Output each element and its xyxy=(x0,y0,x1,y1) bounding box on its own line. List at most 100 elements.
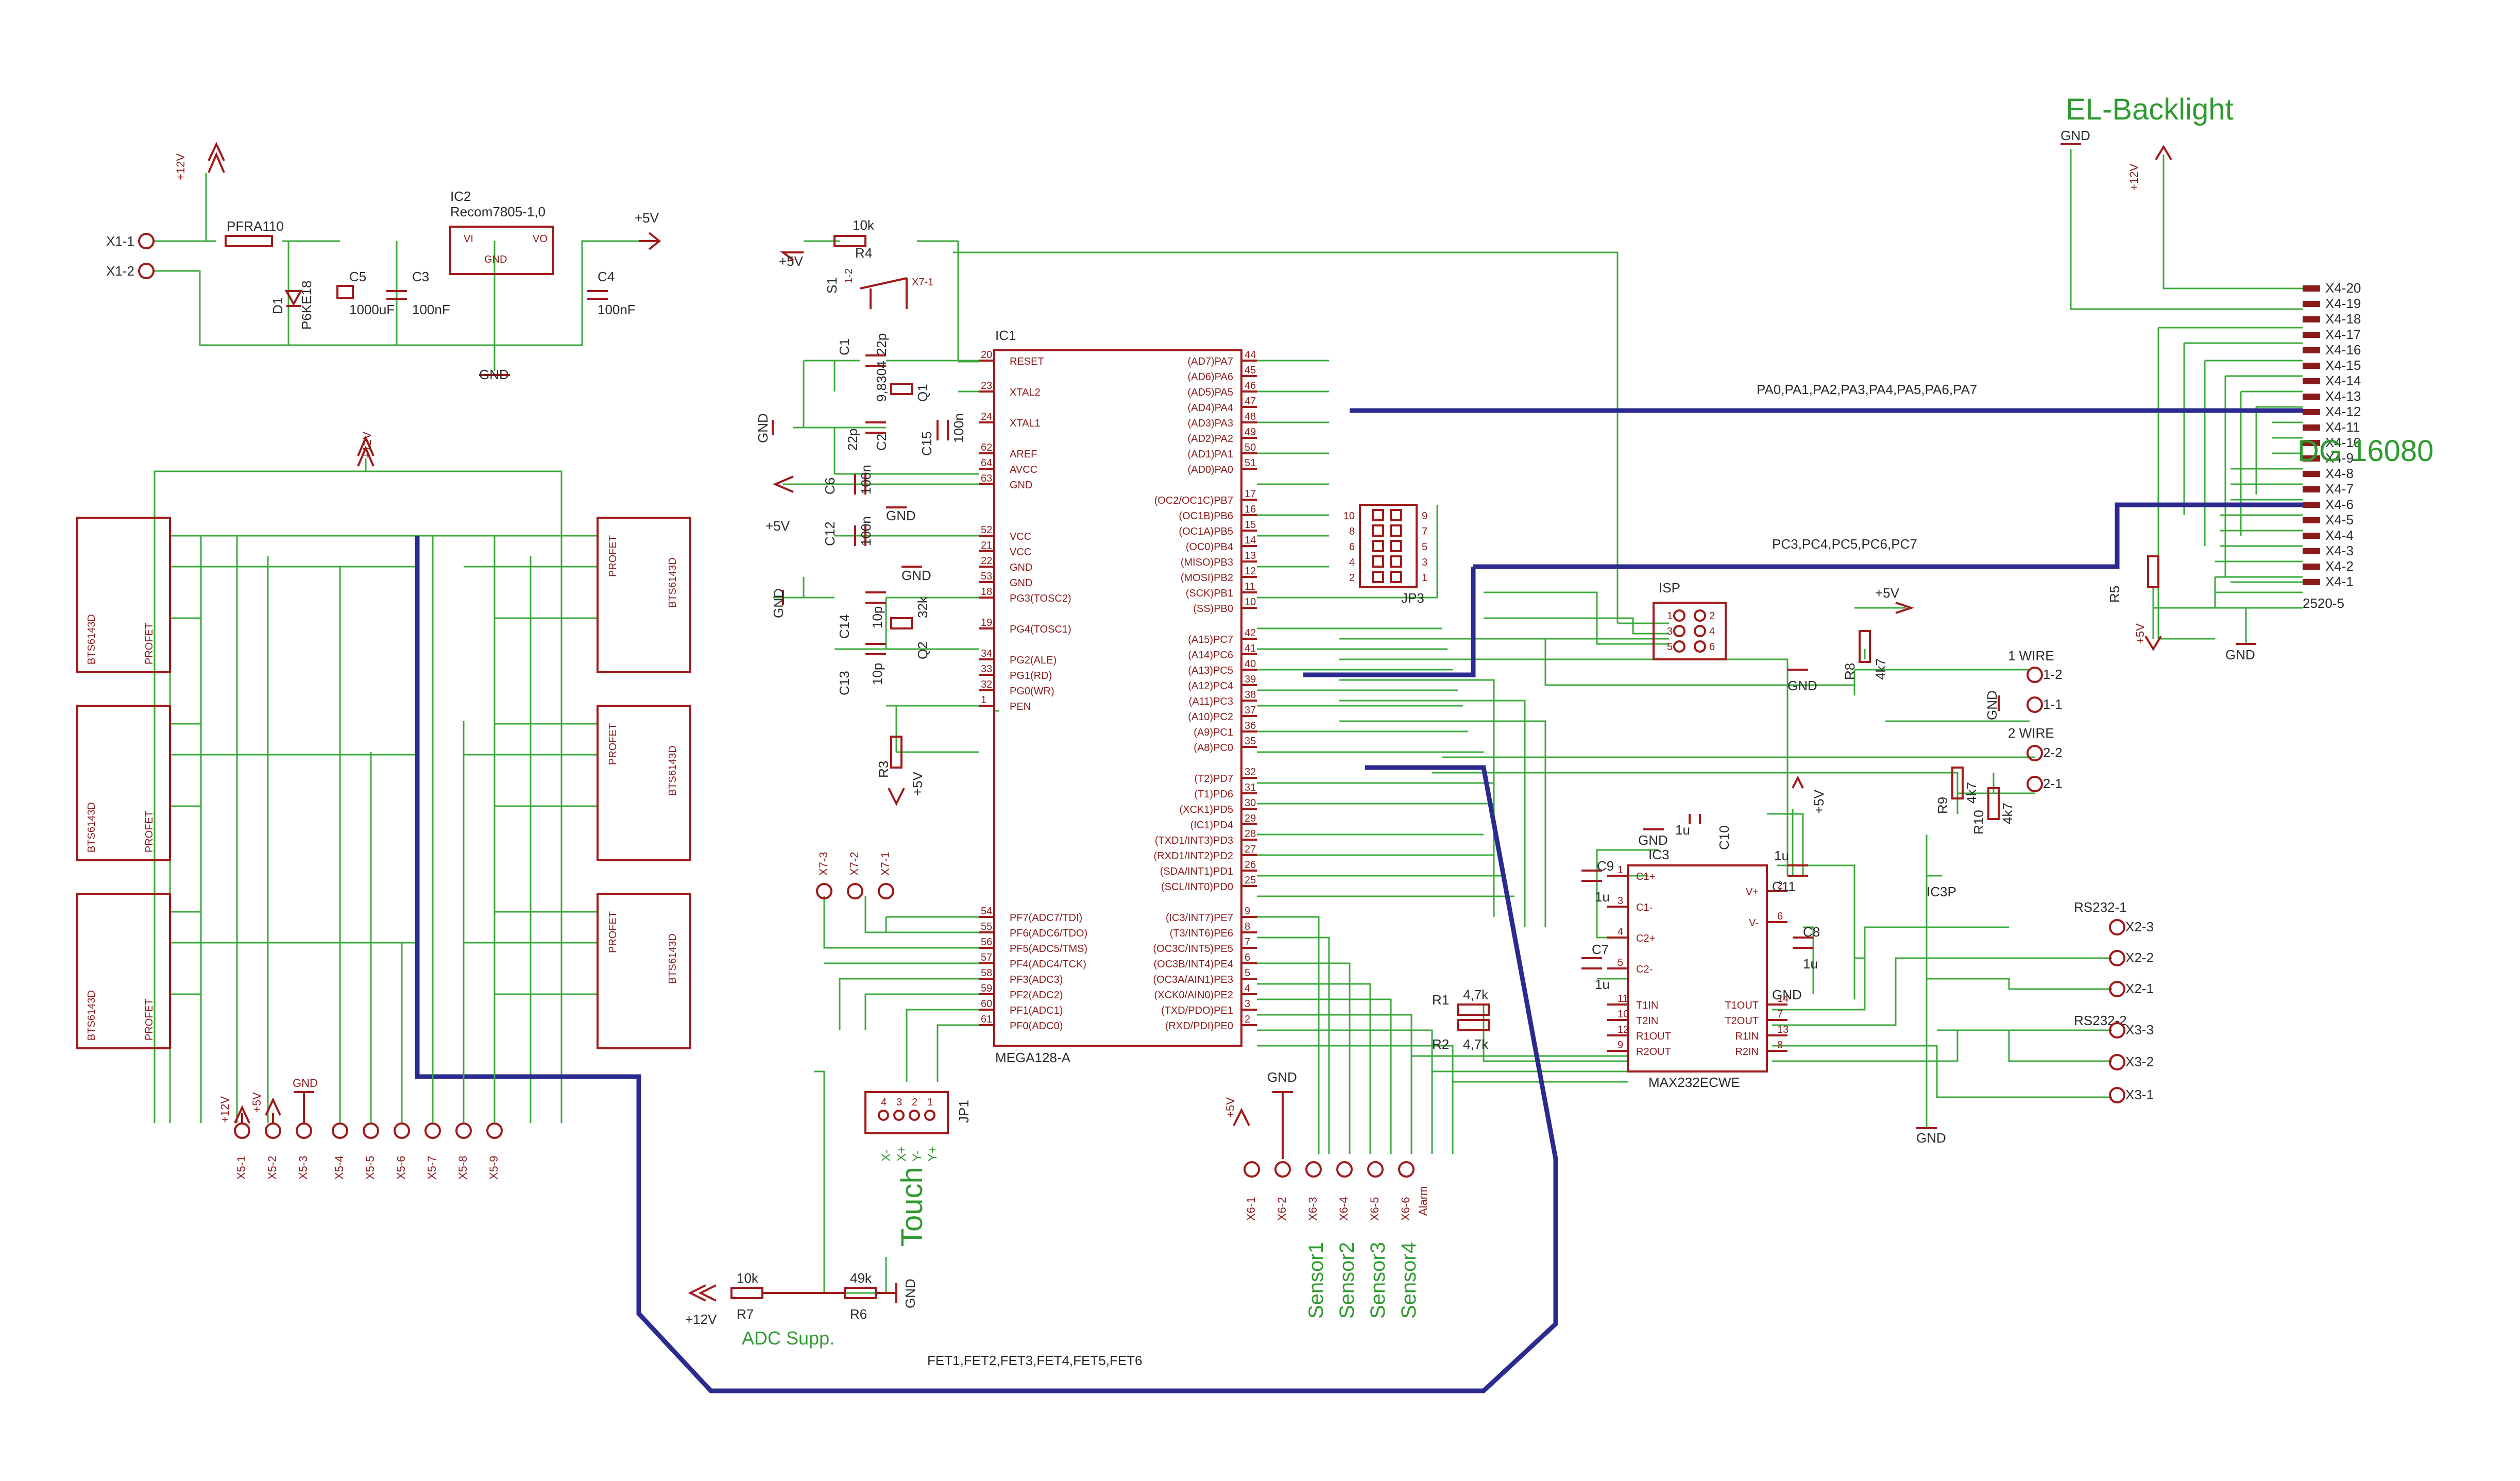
mcu-pin-number: 26 xyxy=(1245,859,1256,871)
bus-fet xyxy=(415,536,1558,1393)
svg-text:PROFET: PROFET xyxy=(144,811,155,853)
svg-text:IC1: IC1 xyxy=(995,328,1016,343)
svg-text:2: 2 xyxy=(1709,610,1715,622)
svg-text:10p: 10p xyxy=(870,606,885,628)
mcu-pin-name: AVCC xyxy=(1010,464,1037,475)
svg-text:10p: 10p xyxy=(870,663,885,685)
mcu-pin-number: 39 xyxy=(1245,674,1256,685)
svg-text:VI: VI xyxy=(464,233,473,245)
mcu-pin-name: (OC3A/AIN1)PE3 xyxy=(1153,974,1233,985)
jp3-pin-number: 10 xyxy=(1343,510,1355,522)
rs232-connectors: RS232-1 X2-3 X2-2 X2-1 RS232-2 X3-3 X3-2… xyxy=(2074,899,2154,1103)
x4-pin-label: X4-19 xyxy=(2325,296,2361,311)
svg-text:9,8304: 9,8304 xyxy=(874,361,889,402)
ic3-pin-name: T2IN xyxy=(1636,1015,1658,1027)
x4-pin-label: X4-10 xyxy=(2325,435,2361,450)
svg-text:R2: R2 xyxy=(1432,1036,1449,1052)
svg-text:DG 16080: DG 16080 xyxy=(2297,434,2433,468)
x4-pin xyxy=(2303,378,2320,384)
mcu-pin-number: 23 xyxy=(981,380,992,391)
mcu-pin-number: 58 xyxy=(981,967,992,979)
mcu-pin-number: 3 xyxy=(1245,998,1250,1010)
svg-text:X6-6: X6-6 xyxy=(1399,1197,1412,1221)
mcu-pin-name: AREF xyxy=(1010,449,1037,460)
mcu-right-pins: 44(AD7)PA745(AD6)PA646(AD5)PA547(AD4)PA4… xyxy=(1153,349,1257,1032)
ic3-pin-number: 7 xyxy=(1777,1009,1783,1020)
svg-text:X5-3: X5-3 xyxy=(297,1156,310,1180)
x4-pin xyxy=(2303,363,2320,369)
mcu-pin-name: (OC3B/INT4)PE4 xyxy=(1154,959,1233,970)
mcu-pin-number: 54 xyxy=(981,906,992,917)
mcu-pin-number: 24 xyxy=(981,411,992,422)
svg-text:C6: C6 xyxy=(822,478,838,495)
svg-text:49k: 49k xyxy=(850,1270,872,1286)
ic3-pin-name: R1OUT xyxy=(1636,1031,1671,1042)
ic3-pin-number: 2 xyxy=(1777,880,1783,891)
svg-text:X2-3: X2-3 xyxy=(2125,919,2154,934)
mcu-pin-name: PG0(WR) xyxy=(1010,686,1054,697)
svg-text:X1-2: X1-2 xyxy=(106,263,134,279)
svg-text:R8: R8 xyxy=(1842,663,1858,680)
mcu-pin-name: (RXD/PDI)PE0 xyxy=(1165,1020,1233,1032)
x4-pin-label: X4-9 xyxy=(2325,450,2354,466)
x4-pin-label: X4-2 xyxy=(2325,558,2354,574)
mcu-pin-number: 19 xyxy=(981,617,992,628)
mcu-pin-name: (SCL/INT0)PD0 xyxy=(1161,881,1233,893)
mcu-pin-name: XTAL1 xyxy=(1010,418,1041,429)
x4-pin-label: X4-1 xyxy=(2325,574,2354,589)
svg-text:R1: R1 xyxy=(1432,992,1449,1008)
svg-text:1: 1 xyxy=(1667,610,1673,622)
x4-pin-label: X4-20 xyxy=(2325,280,2361,296)
svg-text:PFRA110: PFRA110 xyxy=(227,218,284,234)
mcu-pin-number: 27 xyxy=(1245,844,1256,855)
svg-text:X6-3: X6-3 xyxy=(1306,1197,1319,1221)
svg-text:EL-Backlight: EL-Backlight xyxy=(2066,93,2234,126)
isp-header: ISP 1 2 3 4 5 6 +5V GND R8 4k7 xyxy=(1653,580,1915,693)
svg-text:Sensor2: Sensor2 xyxy=(1336,1242,1358,1319)
svg-text:BTS6143D: BTS6143D xyxy=(86,802,97,853)
mcu-pin-number: 7 xyxy=(1245,937,1250,948)
svg-text:R7: R7 xyxy=(737,1306,754,1322)
svg-text:100n: 100n xyxy=(951,413,966,443)
svg-text:10k: 10k xyxy=(853,217,875,233)
svg-text:X2-1: X2-1 xyxy=(2125,981,2154,996)
svg-text:4,7k: 4,7k xyxy=(1463,1036,1489,1052)
mcu-pin-name: (AD2)PA2 xyxy=(1187,433,1233,445)
mcu-pin-name: (XCK0/AIN0)PE2 xyxy=(1154,990,1233,1001)
svg-text:X7-1: X7-1 xyxy=(879,852,892,876)
mcu-pin-number: 30 xyxy=(1245,797,1256,809)
x4-pin-label: X4-18 xyxy=(2325,311,2361,327)
svg-text:X5-5: X5-5 xyxy=(364,1156,377,1180)
jp3-pin xyxy=(1372,571,1384,583)
mcu-pin-name: (XCK1)PD5 xyxy=(1180,804,1233,815)
x4-pin xyxy=(2303,533,2320,539)
svg-text:ADC Supp.: ADC Supp. xyxy=(742,1327,835,1349)
jp3-pin-number: 1 xyxy=(1422,572,1427,584)
svg-text:C12: C12 xyxy=(822,521,838,546)
x4-pin-label: X4-4 xyxy=(2325,527,2354,543)
mcu-pin-name: (AD0)PA0 xyxy=(1187,464,1233,475)
ic3-pin-number: 3 xyxy=(1617,895,1623,907)
x4-pin-label: X4-6 xyxy=(2325,497,2354,512)
svg-text:100nF: 100nF xyxy=(412,302,450,317)
ic3-pin-number: 14 xyxy=(1777,993,1789,1005)
ic3-pin-name: V+ xyxy=(1746,887,1759,898)
svg-text:VO: VO xyxy=(533,233,548,245)
svg-text:PC3,PC4,PC5,PC6,PC7: PC3,PC4,PC5,PC6,PC7 xyxy=(1772,536,1917,552)
bus-lines xyxy=(415,408,2303,1393)
svg-text:+5V: +5V xyxy=(2134,623,2147,644)
x4-pin xyxy=(2303,502,2320,508)
x4-pin xyxy=(2303,517,2320,523)
mcu-pin-number: 45 xyxy=(1245,365,1256,376)
mcu-pin-name: (MOSI)PB2 xyxy=(1181,572,1233,584)
svg-text:BTS6143D: BTS6143D xyxy=(667,557,678,608)
mcu-pin-name: (OC0)PB4 xyxy=(1186,541,1233,553)
svg-text:Alarm: Alarm xyxy=(1417,1186,1429,1216)
mcu-pin-name: (AD7)PA7 xyxy=(1187,356,1233,367)
mcu-support-parts: 10k R4 +5V S1 1-2 X7-1 C1 22p 9,8304 Q1 … xyxy=(755,217,966,806)
mcu-pin-number: 16 xyxy=(1245,504,1256,515)
jp3-pin xyxy=(1390,540,1402,552)
ic3-pin-name: R1IN xyxy=(1735,1031,1759,1042)
jp3-pin-number: 9 xyxy=(1422,510,1427,522)
